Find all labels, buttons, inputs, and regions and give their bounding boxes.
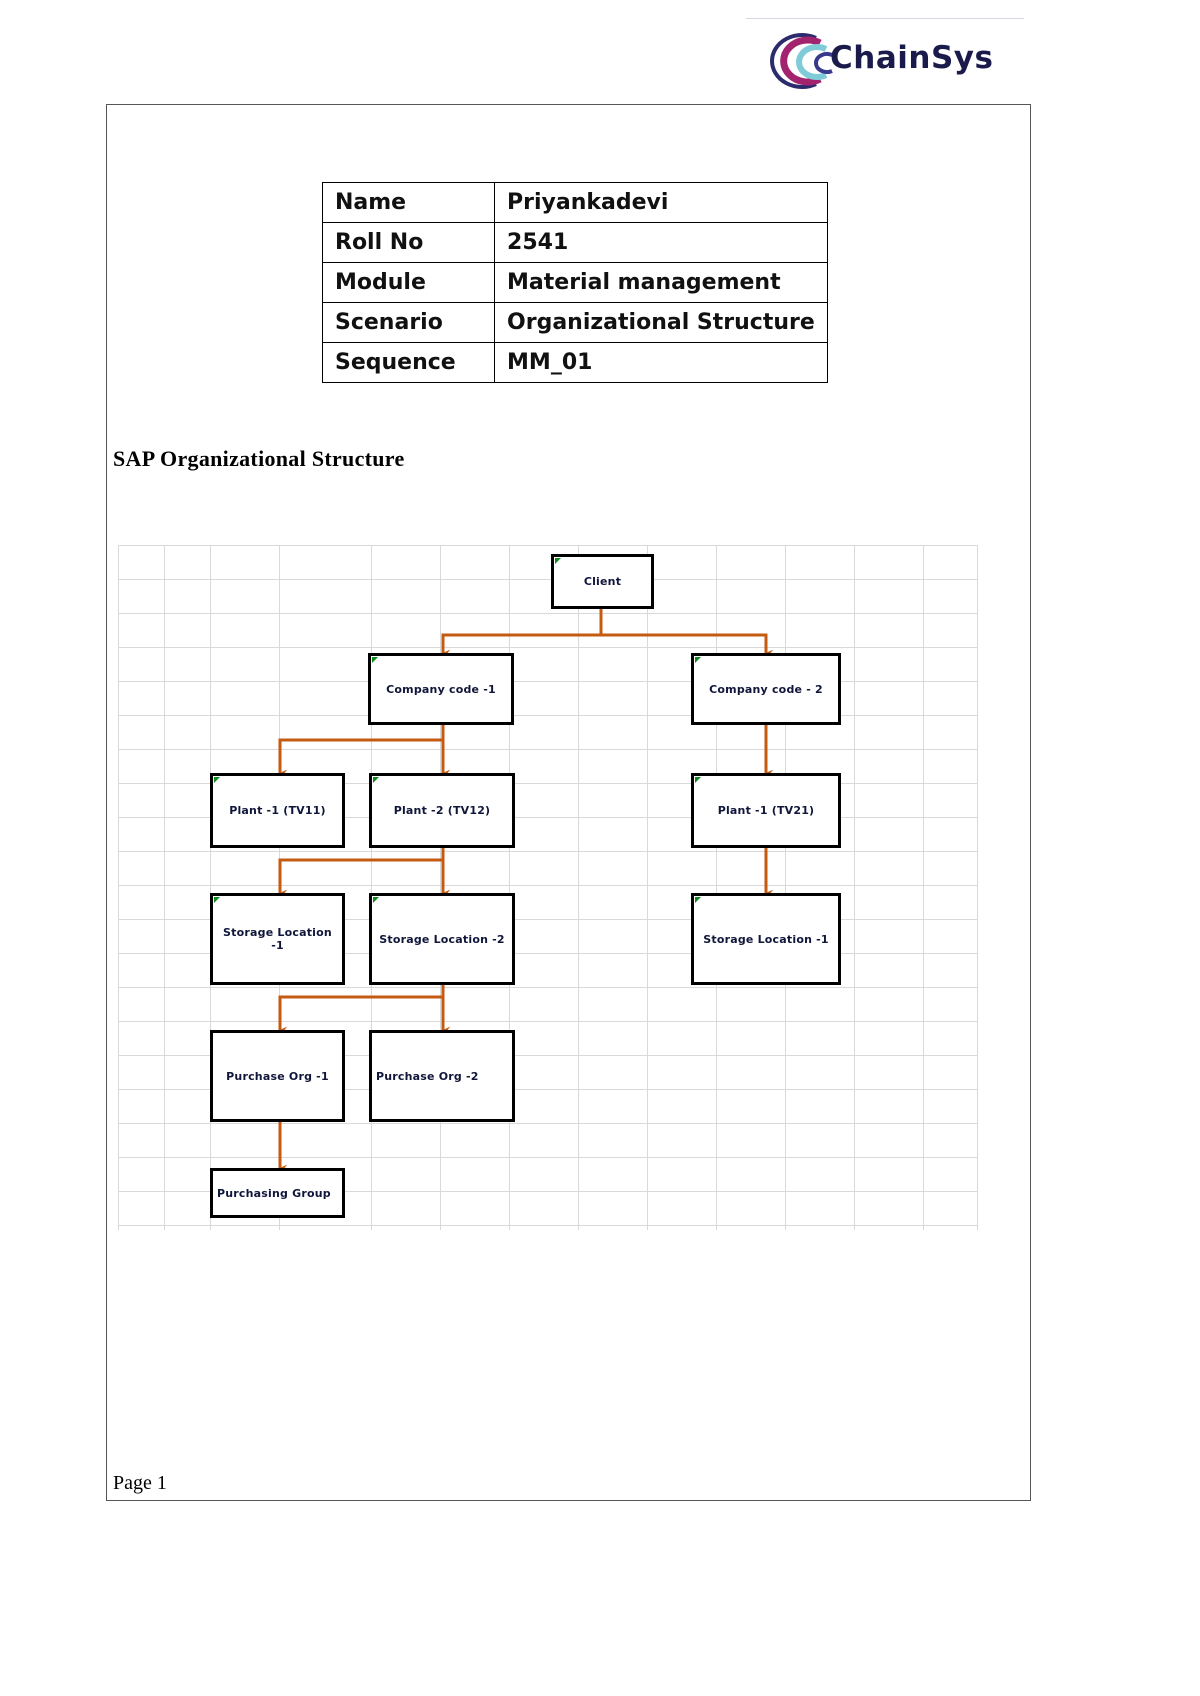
corner-marker-icon <box>695 897 701 903</box>
diagram-node-purchasing-group[interactable]: Purchasing Group <box>210 1168 345 1218</box>
table-cell-key: Roll No <box>321 222 496 263</box>
table-row: Name Priyankadevi <box>321 182 828 223</box>
corner-marker-icon <box>695 777 701 783</box>
node-label: Client <box>583 575 622 588</box>
header-divider <box>746 18 1024 19</box>
edge-sl1-to-po1 <box>278 985 445 1034</box>
corner-marker-icon <box>214 897 220 903</box>
diagram-node-storage-location-2[interactable]: Storage Location -2 <box>369 893 515 985</box>
node-label: Storage Location -1 <box>223 926 332 952</box>
table-row: Sequence MM_01 <box>321 342 828 383</box>
page-number-footer: Page 1 <box>113 1472 167 1494</box>
diagram-node-plant-tv12[interactable]: Plant -2 (TV12) <box>369 773 515 848</box>
corner-marker-icon <box>373 777 379 783</box>
table-cell-key: Scenario <box>321 302 496 343</box>
corner-marker-icon <box>214 777 220 783</box>
node-label: Company code -1 <box>386 682 496 696</box>
diagram-node-storage-location-1-cc2[interactable]: Storage Location -1 <box>691 893 841 985</box>
table-row: Roll No 2541 <box>321 222 828 263</box>
diagram-node-plant-tv11[interactable]: Plant -1 (TV11) <box>210 773 345 848</box>
metadata-table: Name Priyankadevi Roll No 2541 Module Ma… <box>321 182 828 383</box>
diagram-node-client[interactable]: Client <box>551 554 654 609</box>
table-cell-key: Sequence <box>321 342 496 383</box>
corner-marker-icon <box>555 558 561 564</box>
table-cell-value: Priyankadevi <box>494 182 828 223</box>
brand-wordmark-primary: Chain <box>830 40 931 76</box>
node-label: Storage Location -2 <box>379 932 505 946</box>
table-cell-value: MM_01 <box>494 342 828 383</box>
table-cell-key: Name <box>321 182 496 223</box>
chainsys-arcs-icon <box>770 33 833 89</box>
node-label: Company code - 2 <box>709 682 823 696</box>
brand-wordmark: ChainSys <box>830 40 993 76</box>
page-title: SAP Organizational Structure <box>113 446 405 471</box>
corner-marker-icon <box>372 657 378 663</box>
node-label: Plant -1 (TV11) <box>229 804 326 817</box>
table-row: Module Material management <box>321 262 828 303</box>
node-label: Plant -2 (TV12) <box>393 804 491 817</box>
edge-client-to-cc2 <box>599 608 774 657</box>
node-label: Purchase Org -1 <box>226 1069 329 1083</box>
corner-marker-icon <box>373 897 379 903</box>
node-label: Storage Location -1 <box>703 932 829 946</box>
diagram-node-company-code-1[interactable]: Company code -1 <box>368 653 514 725</box>
diagram-node-company-code-2[interactable]: Company code - 2 <box>691 653 841 725</box>
edge-p11-to-sl1 <box>278 848 445 897</box>
table-cell-value: 2541 <box>494 222 828 263</box>
diagram-node-storage-location-1[interactable]: Storage Location -1 <box>210 893 345 985</box>
corner-marker-icon <box>695 657 701 663</box>
diagram-node-purchase-org-2[interactable]: Purchase Org -2 <box>369 1030 515 1122</box>
table-row: Scenario Organizational Structure <box>321 302 828 343</box>
diagram-node-purchase-org-1[interactable]: Purchase Org -1 <box>210 1030 345 1122</box>
node-label: Purchase Org -2 <box>376 1069 479 1083</box>
org-structure-diagram: Client Company code -1 Company code - 2 … <box>118 545 978 1230</box>
brand-logo: ChainSys <box>746 18 1024 90</box>
table-cell-value: Organizational Structure <box>494 302 828 343</box>
table-cell-key: Module <box>321 262 496 303</box>
node-label: Plant -1 (TV21) <box>717 804 815 817</box>
table-cell-value: Material management <box>494 262 828 303</box>
edge-cc1-to-p11 <box>278 725 445 777</box>
diagram-node-plant-tv21[interactable]: Plant -1 (TV21) <box>691 773 841 848</box>
edge-client-to-cc1 <box>441 608 603 657</box>
node-label: Purchasing Group <box>217 1186 331 1200</box>
brand-wordmark-secondary: Sys <box>930 40 994 76</box>
diagram-connectors <box>278 608 774 1172</box>
